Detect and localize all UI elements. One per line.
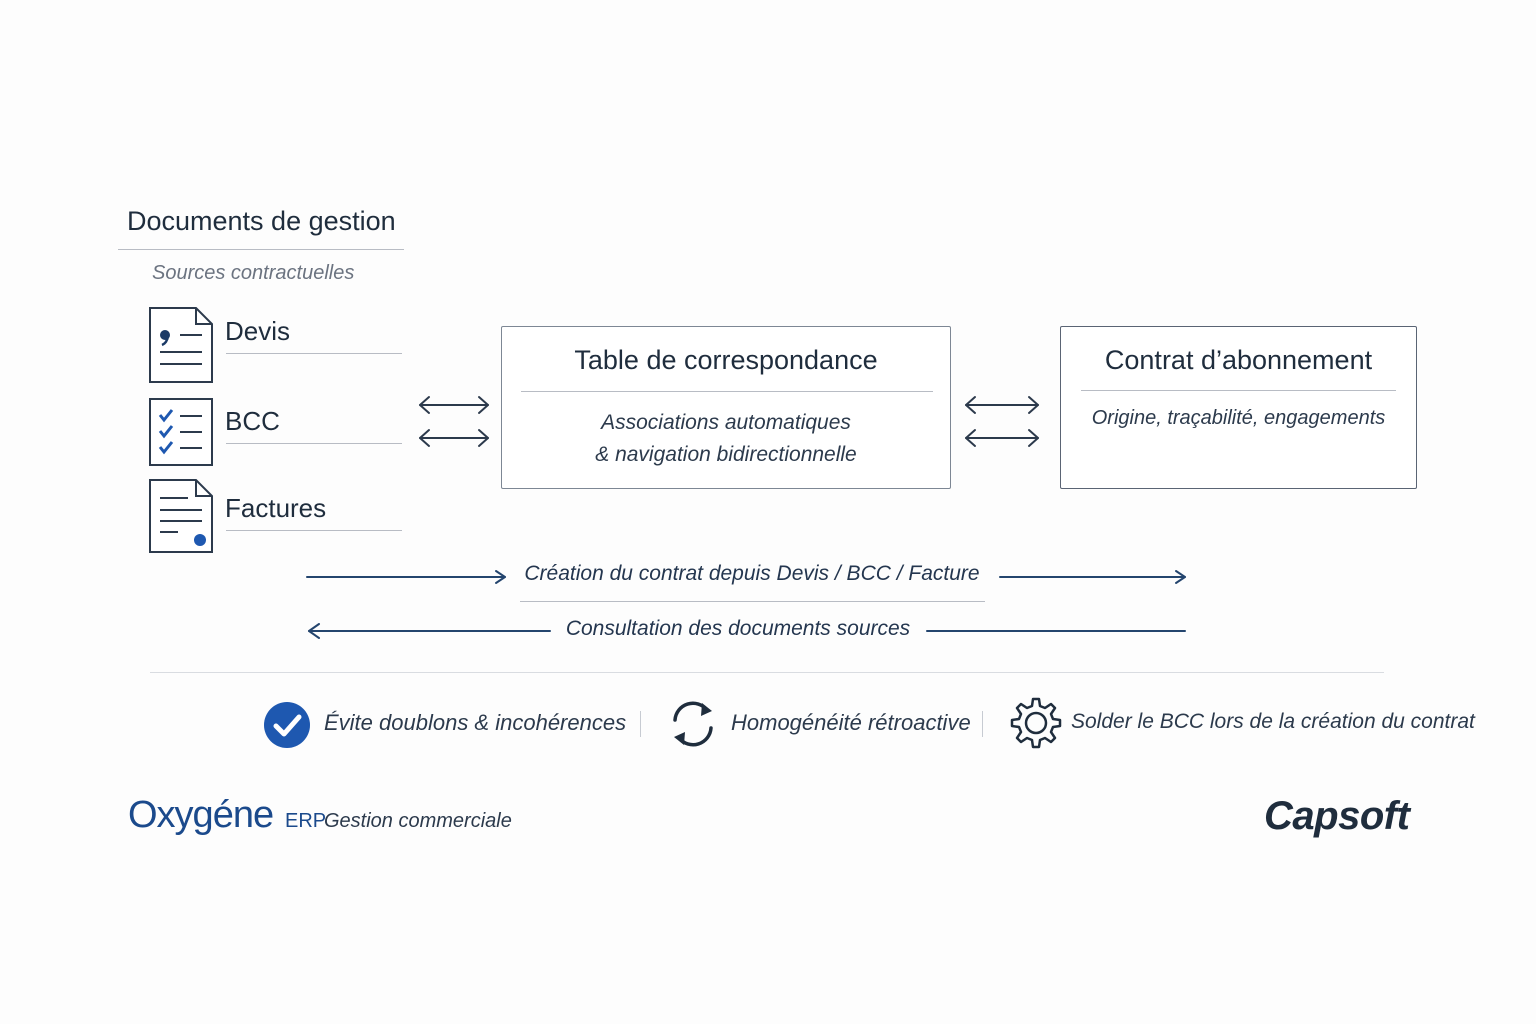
quote-document-icon	[149, 307, 213, 383]
gear-icon	[1010, 697, 1062, 749]
brand-erp-label: ERP	[285, 810, 327, 832]
invoice-document-icon	[149, 479, 213, 553]
creation-flow-arrows	[306, 570, 1186, 584]
oxygene-logo: Oxygéne	[128, 794, 274, 836]
creation-flow-rule	[520, 601, 985, 602]
mapping-box-line2: & navigation bidirectionnelle	[595, 443, 857, 466]
benefit-no-duplicates: Évite doublons & incohérences	[324, 710, 627, 735]
consultation-flow-arrow	[308, 623, 1186, 639]
refresh-icon	[673, 701, 713, 747]
source-item-factures: Factures	[225, 493, 327, 523]
mapping-box-title: Table de correspondance	[574, 345, 878, 375]
mapping-table-box: Table de correspondance Associations aut…	[501, 326, 951, 489]
brand-product-label: Gestion commerciale	[324, 810, 512, 832]
contract-box: Contrat d’abonnement Origine, traçabilit…	[1060, 326, 1417, 489]
source-devis-rule	[226, 353, 402, 354]
section-divider	[150, 672, 1384, 673]
mapping-box-line1: Associations automatiques	[601, 411, 851, 434]
capsoft-logo: Capsoft	[1264, 794, 1410, 838]
mapping-box-rule	[521, 391, 933, 392]
source-bcc-rule	[226, 443, 402, 444]
source-item-bcc: BCC	[225, 406, 280, 436]
bidirectional-arrows-right	[965, 396, 1039, 447]
sources-title: Documents de gestion	[127, 206, 396, 236]
sources-subtitle: Sources contractuelles	[152, 262, 355, 284]
contract-box-rule	[1081, 390, 1396, 391]
sources-title-rule	[118, 249, 404, 250]
checklist-document-icon	[149, 398, 213, 466]
benefit-retroactive: Homogénéité rétroactive	[731, 710, 971, 735]
contract-box-text: Origine, traçabilité, engagements	[1091, 407, 1386, 429]
benefit-settle-bcc: Solder le BCC lors de la création du con…	[1071, 710, 1475, 733]
contract-box-title: Contrat d’abonnement	[1104, 345, 1373, 375]
check-circle-icon	[264, 702, 310, 748]
benefit-separator	[640, 711, 641, 737]
benefit-separator	[982, 711, 983, 737]
source-factures-rule	[226, 530, 402, 531]
bidirectional-arrows-left	[419, 396, 489, 447]
consultation-flow-label: Consultation des documents sources	[565, 617, 911, 640]
creation-flow-label: Création du contrat depuis Devis / BCC /…	[524, 562, 980, 585]
source-item-devis: Devis	[225, 316, 291, 346]
